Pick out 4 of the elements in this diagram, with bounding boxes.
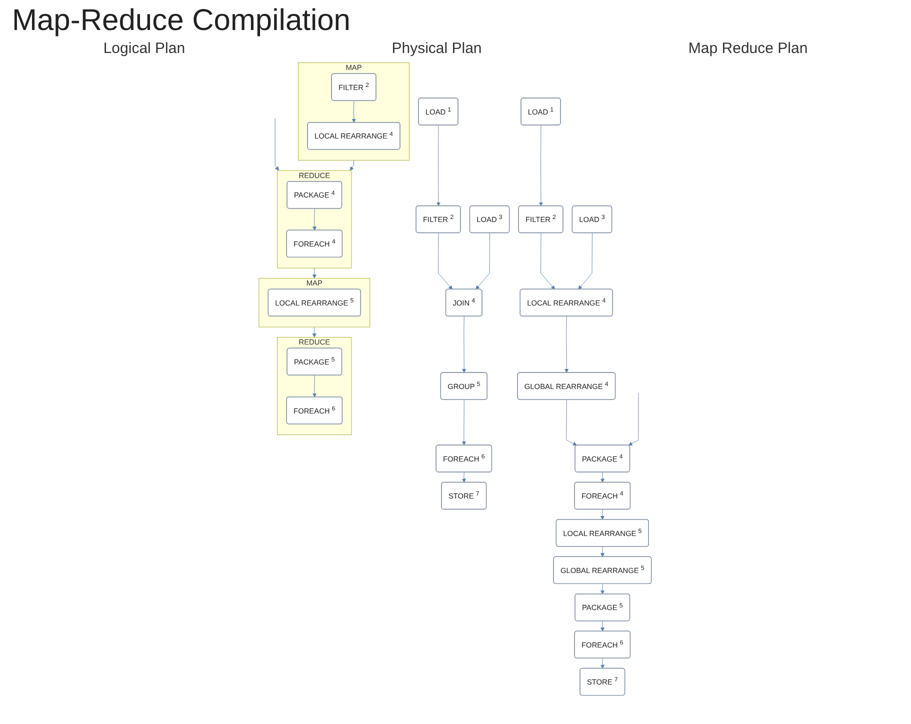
column-heading: Logical Plan [103, 40, 186, 57]
column-heading: Map Reduce Plan [688, 40, 808, 57]
column-heading: Physical Plan [392, 40, 482, 57]
title: Map-Reduce Compilation [12, 4, 352, 38]
